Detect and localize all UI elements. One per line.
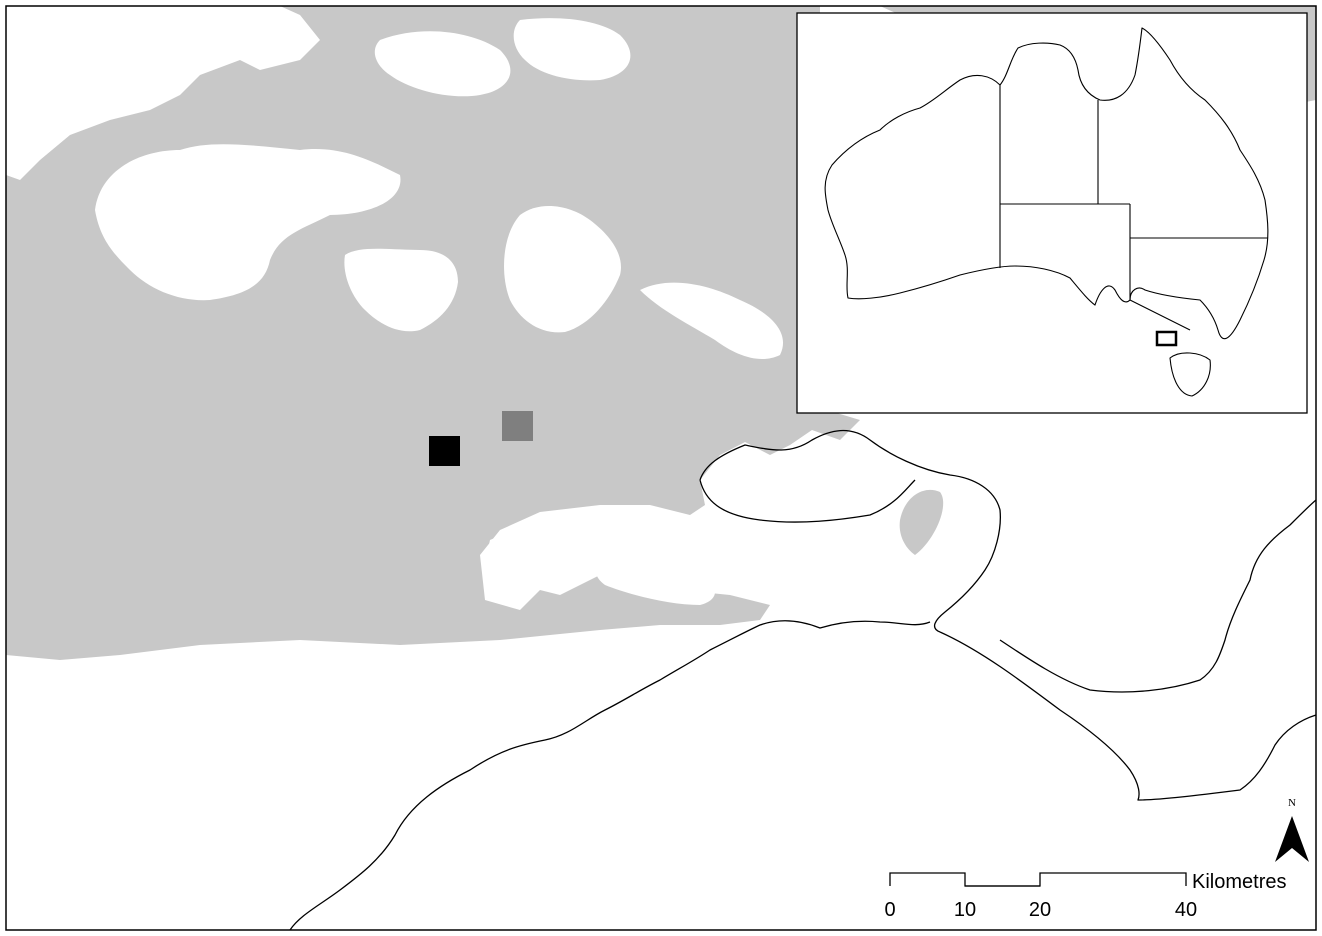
site-marker-grey [502,411,533,441]
scale-unit-label: Kilometres [1192,871,1286,893]
study-area-extent-box [1155,330,1178,347]
north-arrow: N [1275,797,1309,862]
scale-bar-labels: Kilometres 0 10 20 40 [884,871,1286,921]
map-frame [5,5,1317,931]
scale-tick-label: 10 [954,899,976,921]
scale-bar [889,872,1187,887]
coastlines [289,429,1317,931]
site-marker-black [429,436,460,466]
australia-outline-map [824,27,1269,397]
scale-tick-label: 40 [1175,899,1197,921]
white-lowland-areas [6,6,784,605]
scale-tick-label: 20 [1029,899,1051,921]
inset-locator-map [796,12,1308,414]
scale-tick-label: 0 [884,899,895,921]
inset-frame [796,12,1308,414]
north-arrow-icon [1275,816,1309,862]
north-label: N [1288,797,1296,809]
